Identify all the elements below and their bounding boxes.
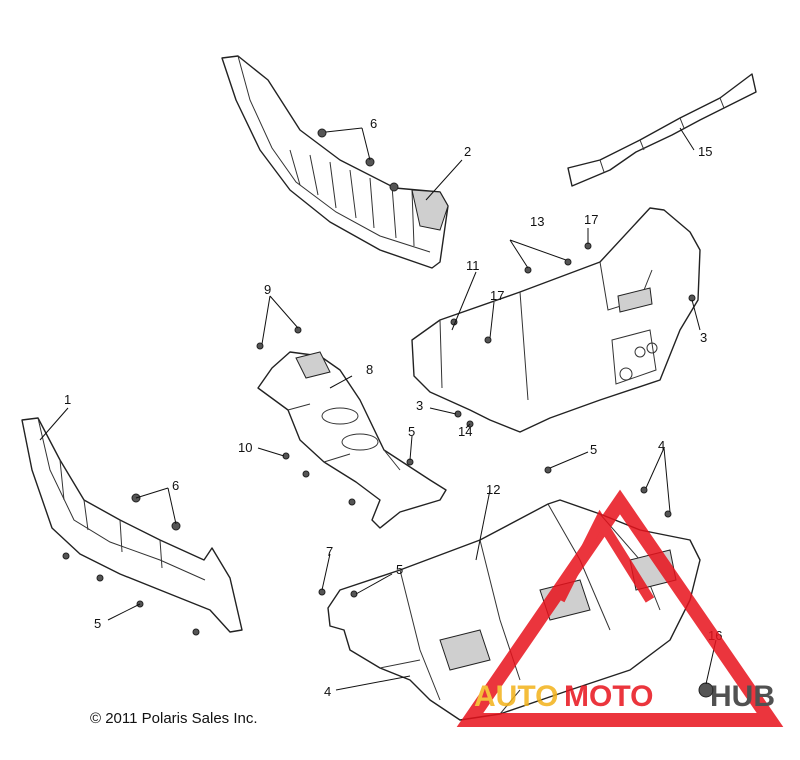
callout-11: 11 [466,258,480,273]
callout-14: 14 [458,424,472,439]
callout-9: 9 [264,282,271,297]
callout-1: 1 [64,392,71,407]
callout-15: 15 [698,144,712,159]
callout-8: 8 [366,362,373,377]
callout-3-left: 3 [416,398,423,413]
part-8-console [257,351,447,529]
watermark-hub: HUB [710,680,775,713]
callout-5-floor: 5 [590,442,597,457]
callout-12: 12 [486,482,500,497]
callout-4-bottom: 4 [324,684,331,699]
watermark-auto: AUTO [474,680,558,713]
callout-5-mid: 5 [396,562,403,577]
callout-13: 13 [530,214,544,229]
copyright-notice: © 2011 Polaris Sales Inc. [90,710,258,727]
callout-2: 2 [464,144,471,159]
callout-6-lower: 6 [172,478,179,493]
part-1-panel [21,417,243,633]
callout-17-lower: 17 [490,288,504,303]
callout-3-right: 3 [700,330,707,345]
callout-7: 7 [326,544,333,559]
callout-5-left: 5 [94,616,101,631]
leader-lines [39,127,717,691]
callout-4-right: 4 [658,438,665,453]
watermark-moto: MOTO [564,680,653,713]
automotohub-watermark: AUTO MOTO HUB [456,489,784,727]
callout-10: 10 [238,440,252,455]
part-15-strip [567,73,757,187]
callout-17-upper: 17 [584,212,598,227]
fasteners [62,128,714,698]
part-11-rear-panel [411,207,701,433]
callout-5-console: 5 [408,424,415,439]
part-2-panel [221,55,449,269]
callout-6-upper: 6 [370,116,377,131]
